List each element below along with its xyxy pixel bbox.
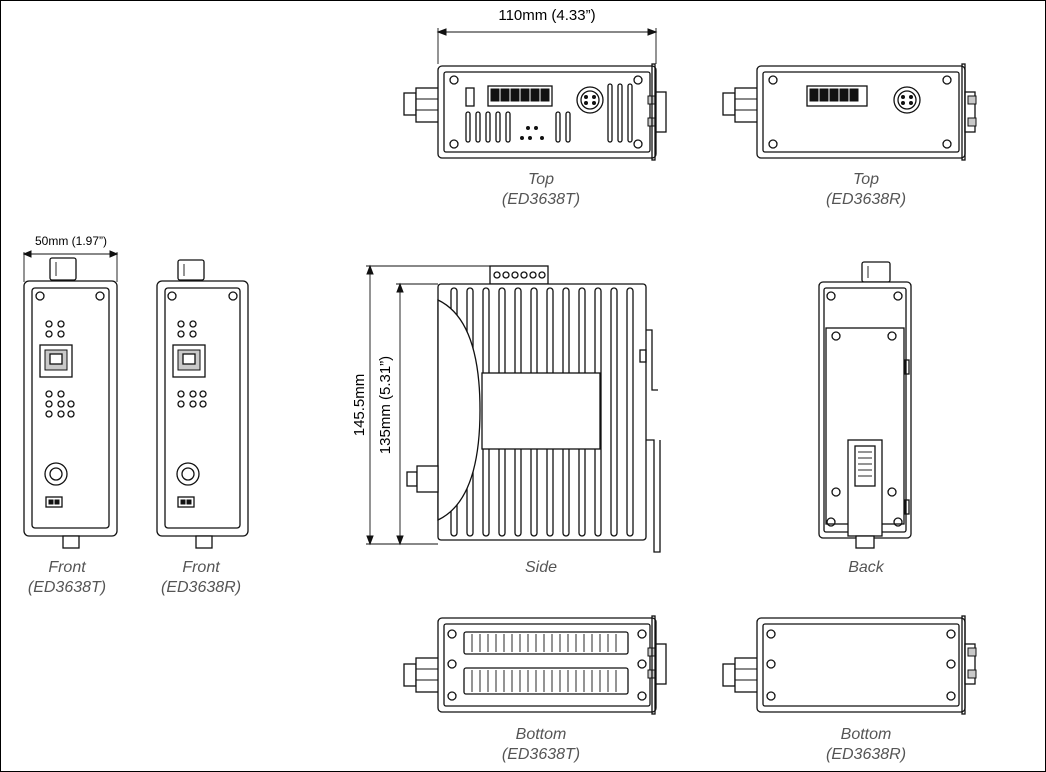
caption-side: Side (525, 559, 557, 576)
caption-top-r-view: Top (853, 171, 879, 188)
caption-front-r-model: (ED3638R) (161, 579, 241, 596)
dimension-width-top: 110mm (4.33”) (498, 7, 595, 24)
side-view: 145.5mm 135mm (5.31”) (351, 264, 661, 553)
back-view (818, 261, 912, 549)
dimension-height-body: 135mm (5.31”) (377, 356, 394, 454)
caption-bottom-t-model: (ED3638T) (502, 746, 580, 763)
top-view-ed3638r (722, 63, 977, 161)
caption-front-t-view: Front (48, 559, 86, 576)
front-view-ed3638t: 50mm (1.97”) (22, 234, 119, 549)
caption-front-r-view: Front (182, 559, 220, 576)
caption-bottom-r-model: (ED3638R) (826, 746, 906, 763)
dimension-height-total: 145.5mm (351, 374, 368, 437)
caption-top-r-model: (ED3638R) (826, 191, 906, 208)
caption-top-t-model: (ED3638T) (502, 191, 580, 208)
bottom-view-ed3638r (722, 615, 977, 715)
caption-top-t-view: Top (528, 171, 554, 188)
top-view-ed3638t: 110mm (4.33”) (403, 7, 667, 161)
caption-bottom-r-view: Bottom (841, 726, 892, 743)
front-view-ed3638r (156, 259, 249, 549)
dimension-width-front: 50mm (1.97”) (35, 234, 107, 248)
bottom-view-ed3638t (403, 615, 667, 715)
caption-front-t-model: (ED3638T) (28, 579, 106, 596)
caption-back: Back (848, 559, 885, 576)
caption-bottom-t-view: Bottom (516, 726, 567, 743)
